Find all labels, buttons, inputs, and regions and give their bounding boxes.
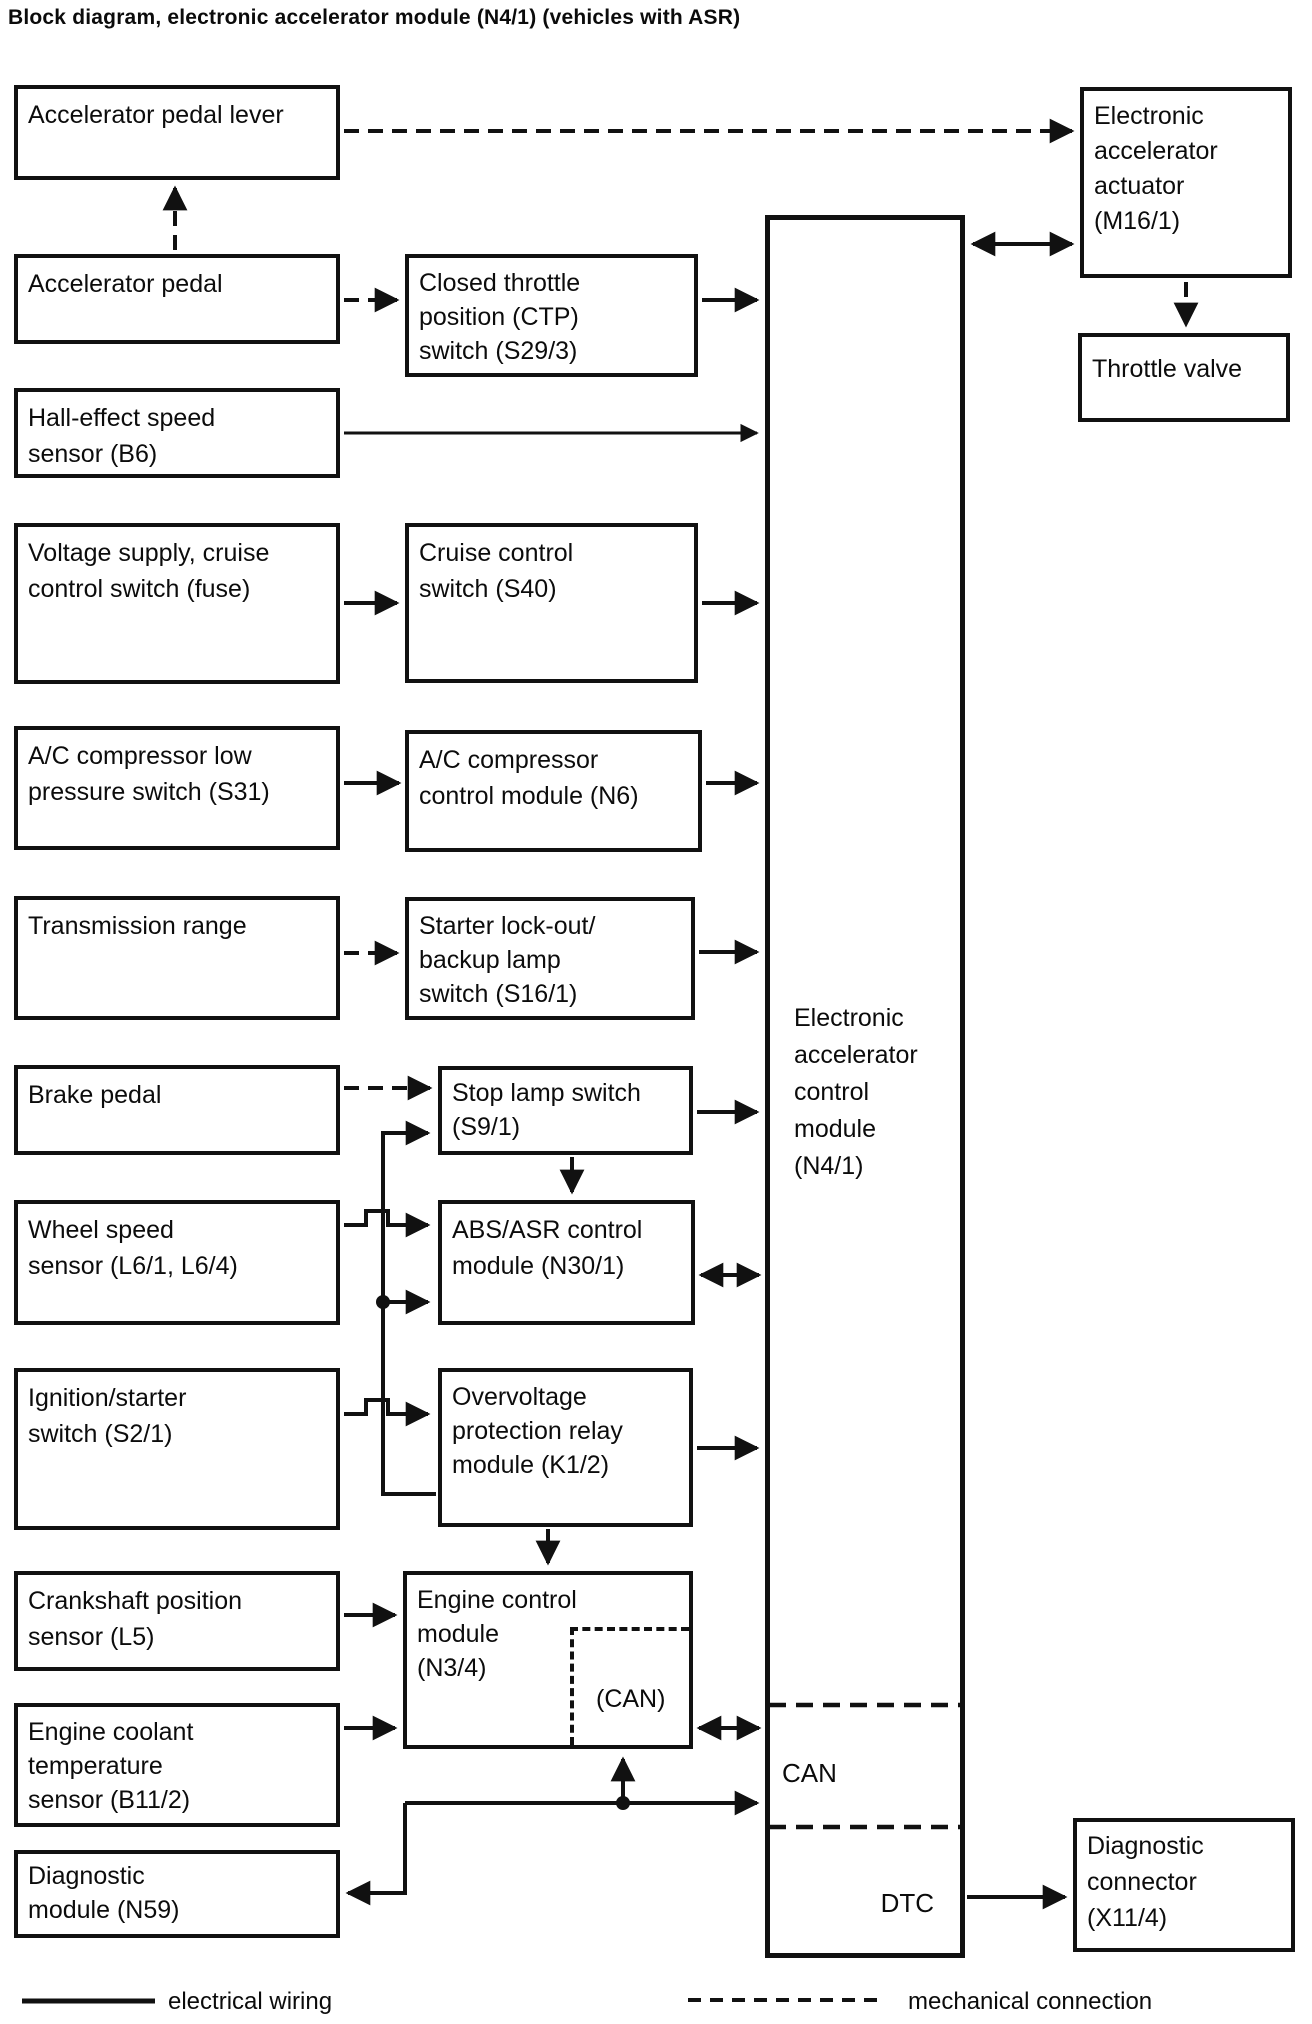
dtc-section-label: DTC bbox=[880, 1888, 934, 1918]
node-label: A/C compressor control module (N6) bbox=[419, 746, 639, 810]
node-accelerator-pedal: Accelerator pedal bbox=[14, 254, 340, 344]
node-label: Throttle valve bbox=[1092, 355, 1243, 383]
node-label: ABS/ASR control module (N30/1) bbox=[452, 1216, 643, 1280]
node-abs-asr-control-module: ABS/ASR control module (N30/1) bbox=[438, 1200, 695, 1325]
node-ac-compressor-control-module: A/C compressor control module (N6) bbox=[405, 730, 702, 852]
node-diagnostic-module: Diagnostic module (N59) bbox=[14, 1850, 340, 1938]
node-engine-control-module: Engine control module (N3/4) (CAN) bbox=[403, 1571, 693, 1749]
node-engine-coolant-temp-sensor: Engine coolant temperature sensor (B11/2… bbox=[14, 1703, 340, 1827]
node-cruise-control-switch: Cruise control switch (S40) bbox=[405, 523, 698, 683]
node-label: Closed throttle position (CTP) switch (S… bbox=[419, 269, 581, 365]
legend-mechanical-label: mechanical connection bbox=[908, 1988, 1153, 2015]
node-label: Accelerator pedal lever bbox=[28, 101, 284, 129]
node-stop-lamp-switch: Stop lamp switch (S9/1) bbox=[438, 1066, 693, 1155]
mechanical-connection-lines bbox=[162, 118, 1199, 1101]
node-label: Electronic accelerator control module (N… bbox=[794, 1004, 918, 1180]
node-wheel-speed-sensor: Wheel speed sensor (L6/1, L6/4) bbox=[14, 1200, 340, 1325]
node-overvoltage-protection-relay: Overvoltage protection relay module (K1/… bbox=[438, 1368, 693, 1527]
node-electronic-accelerator-actuator: Electronic accelerator actuator (M16/1) bbox=[1080, 87, 1292, 278]
node-crankshaft-position-sensor: Crankshaft position sensor (L5) bbox=[14, 1571, 340, 1671]
node-label: Overvoltage protection relay module (K1/… bbox=[452, 1383, 623, 1479]
node-label: Diagnostic connector (X11/4) bbox=[1087, 1832, 1204, 1932]
node-label: Ignition/starter switch (S2/1) bbox=[28, 1384, 187, 1448]
node-label: Starter lock-out/ backup lamp switch (S1… bbox=[419, 912, 596, 1008]
node-label: Crankshaft position sensor (L5) bbox=[28, 1587, 243, 1651]
node-brake-pedal: Brake pedal bbox=[14, 1065, 340, 1155]
node-label: Accelerator pedal bbox=[28, 270, 223, 298]
node-ac-low-pressure-switch: A/C compressor low pressure switch (S31) bbox=[14, 726, 340, 850]
node-label: Diagnostic module (N59) bbox=[28, 1862, 180, 1924]
node-label: (CAN) bbox=[596, 1685, 666, 1713]
node-label: Electronic accelerator actuator (M16/1) bbox=[1094, 102, 1218, 235]
node-ignition-starter-switch: Ignition/starter switch (S2/1) bbox=[14, 1368, 340, 1530]
node-throttle-valve: Throttle valve bbox=[1078, 333, 1290, 422]
node-hall-effect-speed-sensor: Hall-effect speed sensor (B6) bbox=[14, 388, 340, 478]
page-title: Block diagram, electronic accelerator mo… bbox=[8, 6, 741, 29]
node-electronic-accelerator-control-module: Electronic accelerator control module (N… bbox=[765, 215, 965, 1958]
node-label: Hall-effect speed sensor (B6) bbox=[28, 404, 216, 468]
node-label: Stop lamp switch (S9/1) bbox=[452, 1079, 641, 1141]
node-starter-lockout-switch: Starter lock-out/ backup lamp switch (S1… bbox=[405, 897, 695, 1020]
node-accelerator-pedal-lever: Accelerator pedal lever bbox=[14, 85, 340, 180]
node-voltage-supply-fuse: Voltage supply, cruise control switch (f… bbox=[14, 523, 340, 684]
engine-control-module-can-subbox: (CAN) bbox=[570, 1627, 689, 1745]
node-label: Cruise control switch (S40) bbox=[419, 539, 574, 603]
junction-dots bbox=[376, 1295, 630, 1810]
electrical-wiring-lines bbox=[344, 231, 1075, 1910]
node-transmission-range: Transmission range bbox=[14, 896, 340, 1020]
node-label: Wheel speed sensor (L6/1, L6/4) bbox=[28, 1216, 238, 1280]
node-label: Engine coolant temperature sensor (B11/2… bbox=[28, 1718, 194, 1814]
can-section-label: CAN bbox=[782, 1758, 837, 1788]
node-label: A/C compressor low pressure switch (S31) bbox=[28, 742, 270, 806]
node-label: Engine control module (N3/4) bbox=[417, 1586, 577, 1682]
can-dtc-separators bbox=[769, 1702, 961, 1830]
legend-electrical-label: electrical wiring bbox=[168, 1988, 333, 2015]
node-diagnostic-connector: Diagnostic connector (X11/4) bbox=[1073, 1818, 1295, 1952]
node-label: Voltage supply, cruise control switch (f… bbox=[28, 539, 270, 603]
node-ctp-switch: Closed throttle position (CTP) switch (S… bbox=[405, 254, 698, 377]
node-label: Brake pedal bbox=[28, 1081, 162, 1109]
node-label: Transmission range bbox=[28, 912, 247, 940]
